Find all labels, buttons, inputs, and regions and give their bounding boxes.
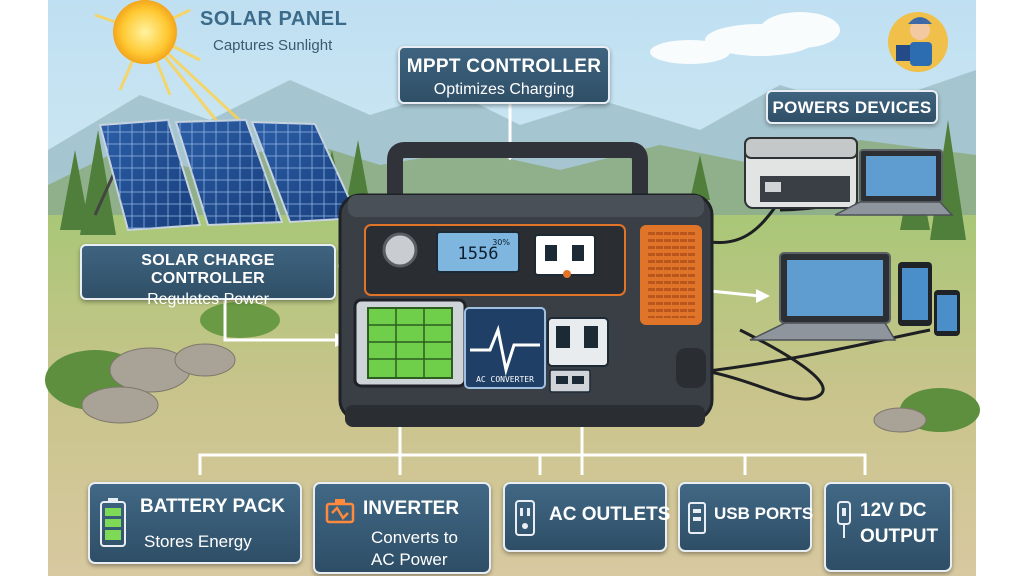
usb-ports-title: USB PORTS	[714, 504, 814, 523]
battery-pack-subtitle: Stores Energy	[144, 532, 252, 551]
dc-output-title-line2: OUTPUT	[860, 526, 939, 547]
usb-ports-card: USB PORTS	[678, 482, 814, 552]
clouds	[515, 12, 840, 70]
solar-panel-title: SOLAR PANEL	[200, 8, 348, 30]
charge-controller-title: SOLAR CHARGE CONTROLLER	[141, 252, 275, 287]
charge-controller-subtitle: Regulates Power	[147, 291, 269, 308]
ac-outlet-icon	[515, 500, 535, 536]
display-reading: 1556	[458, 244, 499, 264]
inverter-icon	[325, 499, 355, 524]
mppt-controller-callout: MPPT CONTROLLER Optimizes Charging	[398, 46, 610, 104]
power-station	[338, 142, 714, 427]
display-percent: 30%	[492, 238, 510, 247]
dc-output-card: 12V DC OUTPUT	[824, 482, 952, 572]
ac-outlets-title: AC OUTLETS	[549, 504, 671, 525]
solar-charge-controller-callout: SOLAR CHARGE CONTROLLER Regulates Power	[80, 244, 336, 308]
powers-devices-title: POWERS DEVICES	[772, 98, 932, 117]
battery-pack-title: BATTERY PACK	[140, 496, 285, 517]
ac-outlets-card: AC OUTLETS	[503, 482, 671, 552]
dc-plug-icon	[837, 501, 851, 538]
dc-output-title-line1: 12V DC	[860, 500, 927, 521]
inverter-card: INVERTER Converts to AC Power	[313, 482, 491, 574]
usb-icon	[688, 502, 706, 534]
portable-cooler	[744, 137, 858, 209]
battery-pack-card: BATTERY PACK Stores Energy	[88, 482, 302, 564]
solar-panels	[93, 118, 360, 232]
powers-devices-callout: POWERS DEVICES	[766, 90, 938, 124]
inverter-subtitle-line2: AC Power	[371, 550, 448, 569]
inverter-subtitle-line1: Converts to	[371, 528, 458, 547]
mppt-title: MPPT CONTROLLER	[406, 56, 602, 77]
sun-icon	[94, 0, 252, 132]
inverter-screen-label: AC CONVERTER	[476, 375, 534, 384]
avatar	[888, 12, 948, 72]
tablet-phone	[898, 262, 960, 336]
laptop-large	[749, 252, 897, 341]
solar-panel-subtitle: Captures Sunlight	[213, 37, 333, 54]
mppt-subtitle: Optimizes Charging	[433, 81, 575, 98]
inverter-title: INVERTER	[363, 498, 460, 519]
rocks	[81, 343, 927, 433]
laptop-small	[834, 149, 954, 216]
battery-icon	[100, 498, 126, 547]
